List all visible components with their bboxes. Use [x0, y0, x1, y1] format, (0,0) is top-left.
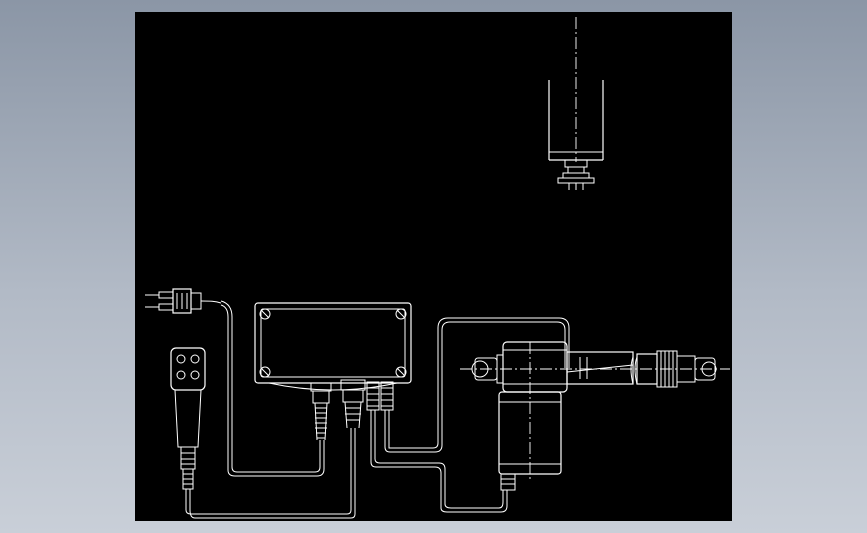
control-box	[254, 302, 412, 391]
bracket-top	[548, 17, 604, 190]
control-box-connectors	[310, 379, 394, 441]
drawing-canvas	[145, 17, 730, 519]
cables	[185, 300, 570, 519]
hand-controller	[170, 347, 206, 510]
cad-viewport[interactable]	[135, 12, 732, 521]
mains-plug	[145, 288, 222, 314]
linear-actuator	[460, 341, 730, 491]
